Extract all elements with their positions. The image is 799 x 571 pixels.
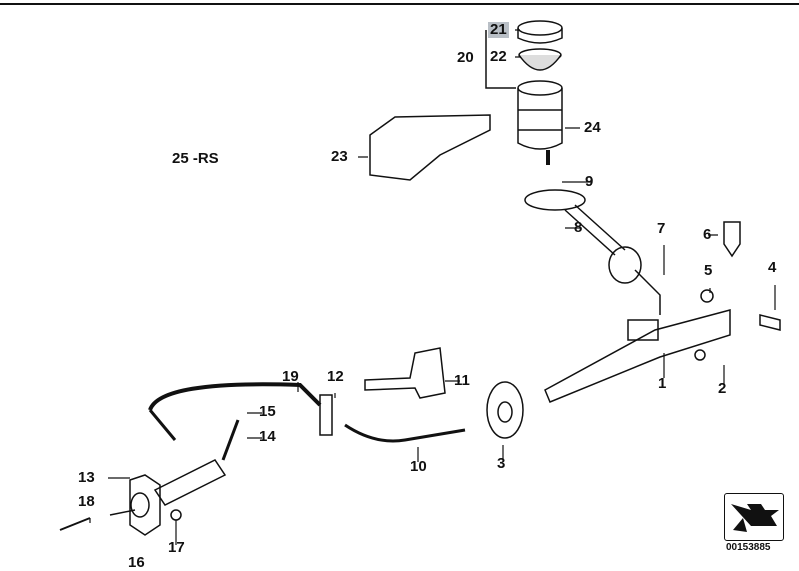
callout-22[interactable]: 22 [490, 48, 507, 65]
leader-lines [89, 29, 776, 545]
callout-4[interactable]: 4 [768, 259, 777, 276]
callout-15[interactable]: 15 [259, 403, 276, 420]
callout-18[interactable]: 18 [78, 493, 95, 510]
callout-12[interactable]: 12 [327, 368, 344, 385]
callout-8[interactable]: 8 [574, 219, 583, 236]
callout-6[interactable]: 6 [703, 226, 712, 243]
callout-23[interactable]: 23 [331, 148, 348, 165]
callout-24[interactable]: 24 [584, 119, 601, 136]
strainer [518, 48, 562, 71]
callout-14[interactable]: 14 [259, 428, 276, 445]
callout-16[interactable]: 16 [128, 554, 145, 571]
callout-17[interactable]: 17 [168, 539, 185, 556]
callout-19[interactable]: 19 [282, 368, 299, 385]
callout-20[interactable]: 20 [457, 49, 474, 66]
hose-8 [524, 189, 661, 315]
callout-2[interactable]: 2 [718, 380, 727, 397]
catalog-number: 00153885 [726, 542, 771, 553]
callout-10[interactable]: 10 [410, 458, 427, 475]
reservoir [517, 80, 563, 165]
callout-9[interactable]: 9 [585, 173, 594, 190]
diagram-title: 25 -RS [172, 150, 219, 167]
pipe-10 [344, 423, 466, 443]
bracket-12 [319, 394, 333, 436]
callout-3[interactable]: 3 [497, 455, 506, 472]
top-border [0, 3, 799, 5]
arrow-icon [731, 504, 779, 532]
bracket-line-20 [485, 30, 516, 89]
callout-5[interactable]: 5 [704, 262, 713, 279]
clip-6 [723, 221, 741, 258]
hose-19 [148, 382, 322, 411]
reservoir-cap [517, 20, 563, 44]
callout-13[interactable]: 13 [78, 469, 95, 486]
pushrod-18 [59, 517, 91, 531]
next-page-arrow-icon[interactable] [724, 493, 784, 541]
master-cylinder [544, 289, 781, 403]
bracket-11 [364, 347, 446, 399]
callout-21[interactable]: 21 [488, 21, 509, 38]
callout-1[interactable]: 1 [658, 375, 667, 392]
callout-11[interactable]: 11 [454, 372, 470, 389]
bracket-23 [369, 114, 491, 181]
spring-14 [221, 419, 240, 461]
grommet-3 [486, 381, 524, 439]
slave-cylinder [109, 459, 227, 536]
callout-7[interactable]: 7 [657, 220, 666, 237]
